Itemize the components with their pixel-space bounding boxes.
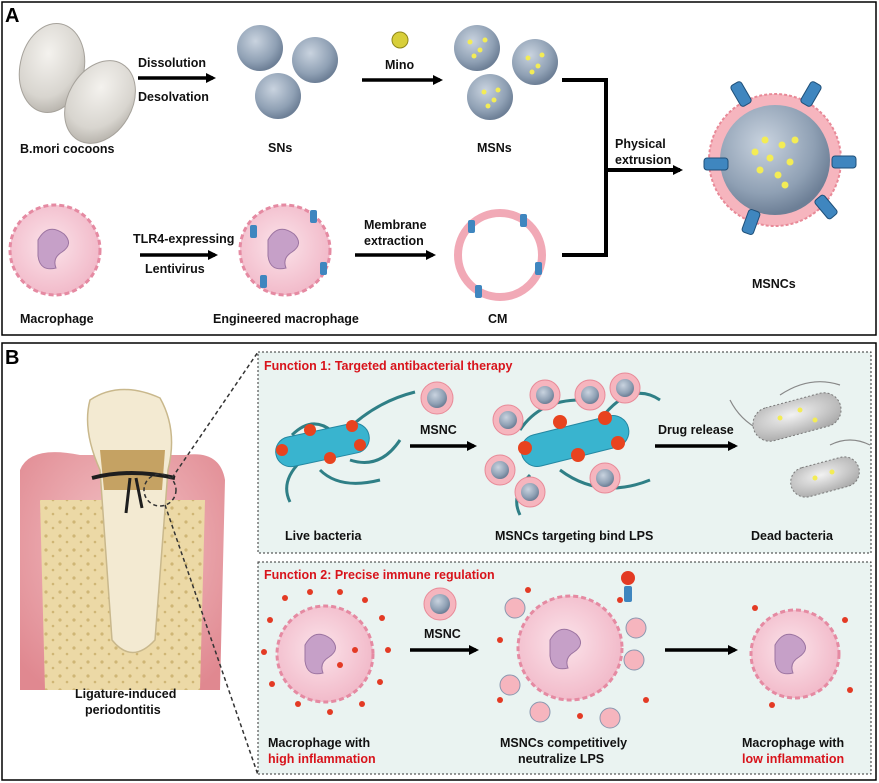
macrophage-label: Macrophage xyxy=(20,312,94,326)
macrophage-illustration xyxy=(8,203,102,297)
drug-release-label: Drug release xyxy=(658,423,734,437)
extraction-label: extraction xyxy=(364,234,424,248)
msnc-arrow-1-label: MSNC xyxy=(420,423,457,437)
dissolution-label: Dissolution xyxy=(138,56,206,70)
live-bacteria-illustration xyxy=(275,390,416,503)
function1-title: Function 1: Targeted antibacterial thera… xyxy=(264,359,512,373)
low-inflammation-label-1: Macrophage with xyxy=(742,736,844,750)
panel-b-letter: B xyxy=(5,347,19,369)
merge-connector-bottom xyxy=(562,170,608,257)
sns-label: SNs xyxy=(268,141,292,155)
msncs-label: MSNCs xyxy=(752,277,796,291)
tlr4-label: TLR4-expressing xyxy=(133,232,234,246)
merge-connector-top xyxy=(562,78,608,170)
neutralize-label-2: neutralize LPS xyxy=(518,752,604,766)
membrane-label: Membrane xyxy=(364,218,427,232)
drug-loaded-nanoparticles xyxy=(454,25,558,120)
zoom-line-top xyxy=(171,351,259,479)
high-inflammation-label-1: Macrophage with xyxy=(268,736,370,750)
extrusion-label-2: extrusion xyxy=(615,153,671,167)
zoom-line-bottom xyxy=(164,504,259,776)
panel-a-letter: A xyxy=(5,5,19,27)
silk-cocoons-illustration xyxy=(18,22,136,144)
msnc-arrow-2-label: MSNC xyxy=(424,627,461,641)
binding-label: MSNCs targeting bind LPS xyxy=(495,529,653,543)
mino-label: Mino xyxy=(385,58,415,72)
dead-bacteria-label: Dead bacteria xyxy=(751,529,834,543)
desolvation-label: Desolvation xyxy=(138,90,209,104)
neutralizing-macrophage-illustration xyxy=(497,571,649,729)
panel-b-frame xyxy=(1,342,877,781)
dead-bacteria-illustration xyxy=(729,381,871,498)
extrusion-label-1: Physical xyxy=(615,137,666,151)
msns-label: MSNs xyxy=(477,141,512,155)
engineered-macrophage-label: Engineered macrophage xyxy=(213,312,359,326)
cocoons-label: B.mori cocoons xyxy=(20,142,115,156)
calm-macrophage-illustration xyxy=(749,605,853,708)
periodontitis-label-1: Ligature-induced xyxy=(75,687,176,701)
neutralize-label-1: MSNCs competitively xyxy=(500,736,627,750)
panel-a-frame xyxy=(1,1,877,336)
msnc-nanoparticle-illustration xyxy=(703,81,857,235)
minocycline-drug-icon xyxy=(391,31,409,49)
engineered-macrophage-illustration xyxy=(238,203,332,297)
msnc-bound-bacteria-illustration xyxy=(484,372,661,516)
periodontitis-label-2: periodontitis xyxy=(85,703,161,717)
silk-nanoparticles xyxy=(237,25,338,119)
tooth-periodontitis-illustration xyxy=(20,388,225,690)
cell-membrane-illustration xyxy=(454,209,546,301)
low-inflammation-label-2: low inflammation xyxy=(742,752,844,766)
cm-label: CM xyxy=(488,312,507,326)
live-bacteria-label: Live bacteria xyxy=(285,529,362,543)
lentivirus-label: Lentivirus xyxy=(145,262,205,276)
inflamed-macrophage-illustration xyxy=(261,589,391,715)
high-inflammation-label-2: high inflammation xyxy=(268,752,376,766)
function2-title: Function 2: Precise immune regulation xyxy=(264,568,495,582)
